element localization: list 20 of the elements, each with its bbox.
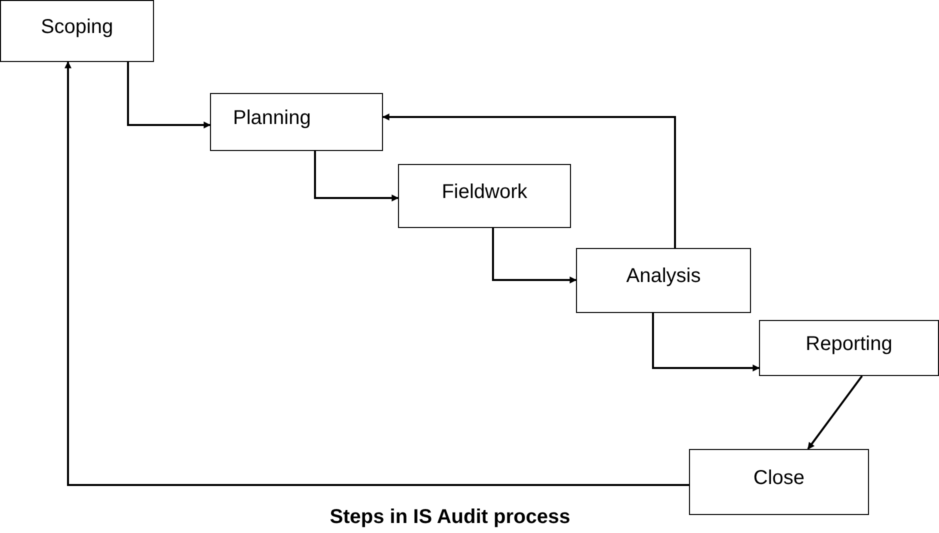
process-box <box>210 93 383 151</box>
step-label: Reporting <box>806 332 892 356</box>
step-label: Fieldwork <box>442 180 528 204</box>
process-box <box>398 164 571 228</box>
arrow <box>652 313 760 372</box>
step-label: Close <box>753 466 805 490</box>
step-label: Planning <box>233 106 311 130</box>
arrow <box>314 151 399 202</box>
process-box <box>576 248 751 313</box>
step-label: Analysis <box>626 265 701 288</box>
arrow <box>127 62 211 128</box>
step-label: Scoping <box>40 16 114 38</box>
process-box <box>759 320 939 376</box>
arrow <box>807 375 863 450</box>
arrow <box>64 61 689 486</box>
process-box <box>0 0 154 62</box>
process-box <box>689 449 869 515</box>
arrow <box>382 114 676 248</box>
caption: Steps in IS Audit process <box>330 506 570 528</box>
arrow <box>492 228 577 284</box>
